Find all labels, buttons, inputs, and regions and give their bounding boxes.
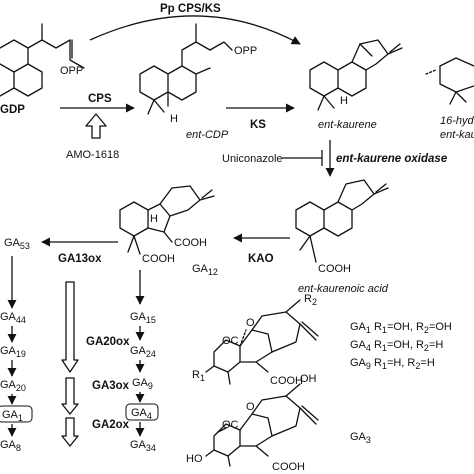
ga3-structure: OC O OH HO COOH — [186, 373, 319, 473]
cooh-label-ga1: COOH — [270, 375, 303, 387]
r2-label: R2 — [304, 293, 317, 307]
legend-ga1: GA1 R1=OH, R2=OH — [350, 321, 452, 335]
ent-kau-label: ent-kau — [440, 129, 474, 141]
r-group-legend: GA1 R1=OH, R2=OH GA4 R1=OH, R2=H GA9 R1=… — [350, 321, 452, 371]
ks-label: KS — [250, 119, 266, 131]
cooh-label-ga12-b: COOH — [142, 253, 175, 265]
ga1-ga4-ga9-structure: OC O COOH R1 R2 — [192, 293, 319, 387]
ent-kaurene-label: ent-kaurene — [318, 119, 377, 131]
ent-kaurenoic-acid-label: ent-kaurenoic acid — [298, 283, 389, 295]
16-hyd-label: 16-hyd — [440, 115, 474, 127]
ga19-label: GA19 — [0, 345, 26, 359]
ent-kaurene-structure: H — [309, 39, 403, 111]
ent-kaurenoic-acid-structure: COOH — [295, 179, 389, 275]
ggdp-label: GDP — [0, 104, 25, 116]
ent-cdp-label: ent-CDP — [186, 129, 229, 141]
amo-label: AMO-1618 — [66, 149, 119, 161]
legend-ga9: GA9 R1=H, R2=H — [350, 357, 435, 371]
pp-cps-ks-arrow — [89, 15, 301, 45]
h-label-cdp: H — [170, 113, 178, 125]
ga44-label: GA44 — [0, 311, 26, 325]
ga2ox-label: GA2ox — [92, 419, 130, 431]
pp-cps-ks-label: Pp CPS/KS — [160, 3, 221, 15]
oc-label-2: OC — [222, 419, 239, 431]
ga1-label: GA1 — [2, 409, 23, 423]
opp-label-2: OPP — [234, 45, 257, 57]
ga53-label: GA53 — [4, 237, 30, 251]
ga3ox-label: GA3ox — [92, 380, 130, 392]
ga4-box — [125, 403, 159, 421]
ga9-label: GA9 — [132, 377, 153, 391]
legend-ga4: GA4 R1=OH, R2=H — [350, 339, 443, 353]
ga8-label: GA8 — [0, 439, 21, 453]
amo-inhibitor-arrow — [85, 113, 107, 139]
ent-cdp-structure: OPP H — [139, 23, 257, 125]
cooh-label-kaurenoic: COOH — [318, 263, 351, 275]
cooh-label-ga3: COOH — [272, 461, 305, 473]
ga20ox-label: GA20ox — [86, 336, 130, 348]
ga12-label: GA12 — [192, 263, 218, 277]
h-label-ga12: H — [150, 213, 158, 225]
uniconazole-label: Uniconazole — [222, 153, 283, 165]
cooh-label-ga12-a: COOH — [174, 237, 207, 249]
kao-label: KAO — [248, 253, 274, 265]
h-label-kaurene: H — [340, 95, 348, 107]
16-hydroxy-kaurene-structure — [425, 57, 474, 105]
ga24-label: GA24 — [130, 345, 156, 359]
left-column-pathway: GA53 GA44 GA19 GA20 GA1 GA8 — [0, 237, 33, 453]
ga20ox-hollow-arrows — [61, 281, 79, 447]
opp-label-1: OPP — [60, 65, 83, 77]
ga3-label: GA3 — [350, 431, 371, 445]
ga20-label: GA20 — [0, 379, 26, 393]
ho-label-ga3: HO — [186, 453, 203, 465]
ga4-label: GA4 — [131, 407, 152, 421]
ga12-structure: COOH COOH H — [119, 185, 215, 265]
cps-label: CPS — [88, 93, 112, 105]
middle-column-pathway: GA15 GA24 GA9 GA4 GA34 — [125, 270, 159, 453]
o-label-1: O — [246, 317, 255, 329]
ga13ox-label: GA13ox — [58, 253, 102, 265]
ggdp-structure: OPP — [0, 23, 85, 97]
eko-label: ent-kaurene oxidase — [336, 153, 448, 165]
r1-label: R1 — [192, 369, 205, 383]
oh-label-ga3: OH — [300, 373, 317, 385]
ga1-box — [0, 405, 33, 423]
o-label-2: O — [246, 401, 255, 413]
oc-label-1: OC — [222, 335, 239, 347]
ga34-label: GA34 — [130, 439, 156, 453]
ga15-label: GA15 — [130, 311, 156, 325]
